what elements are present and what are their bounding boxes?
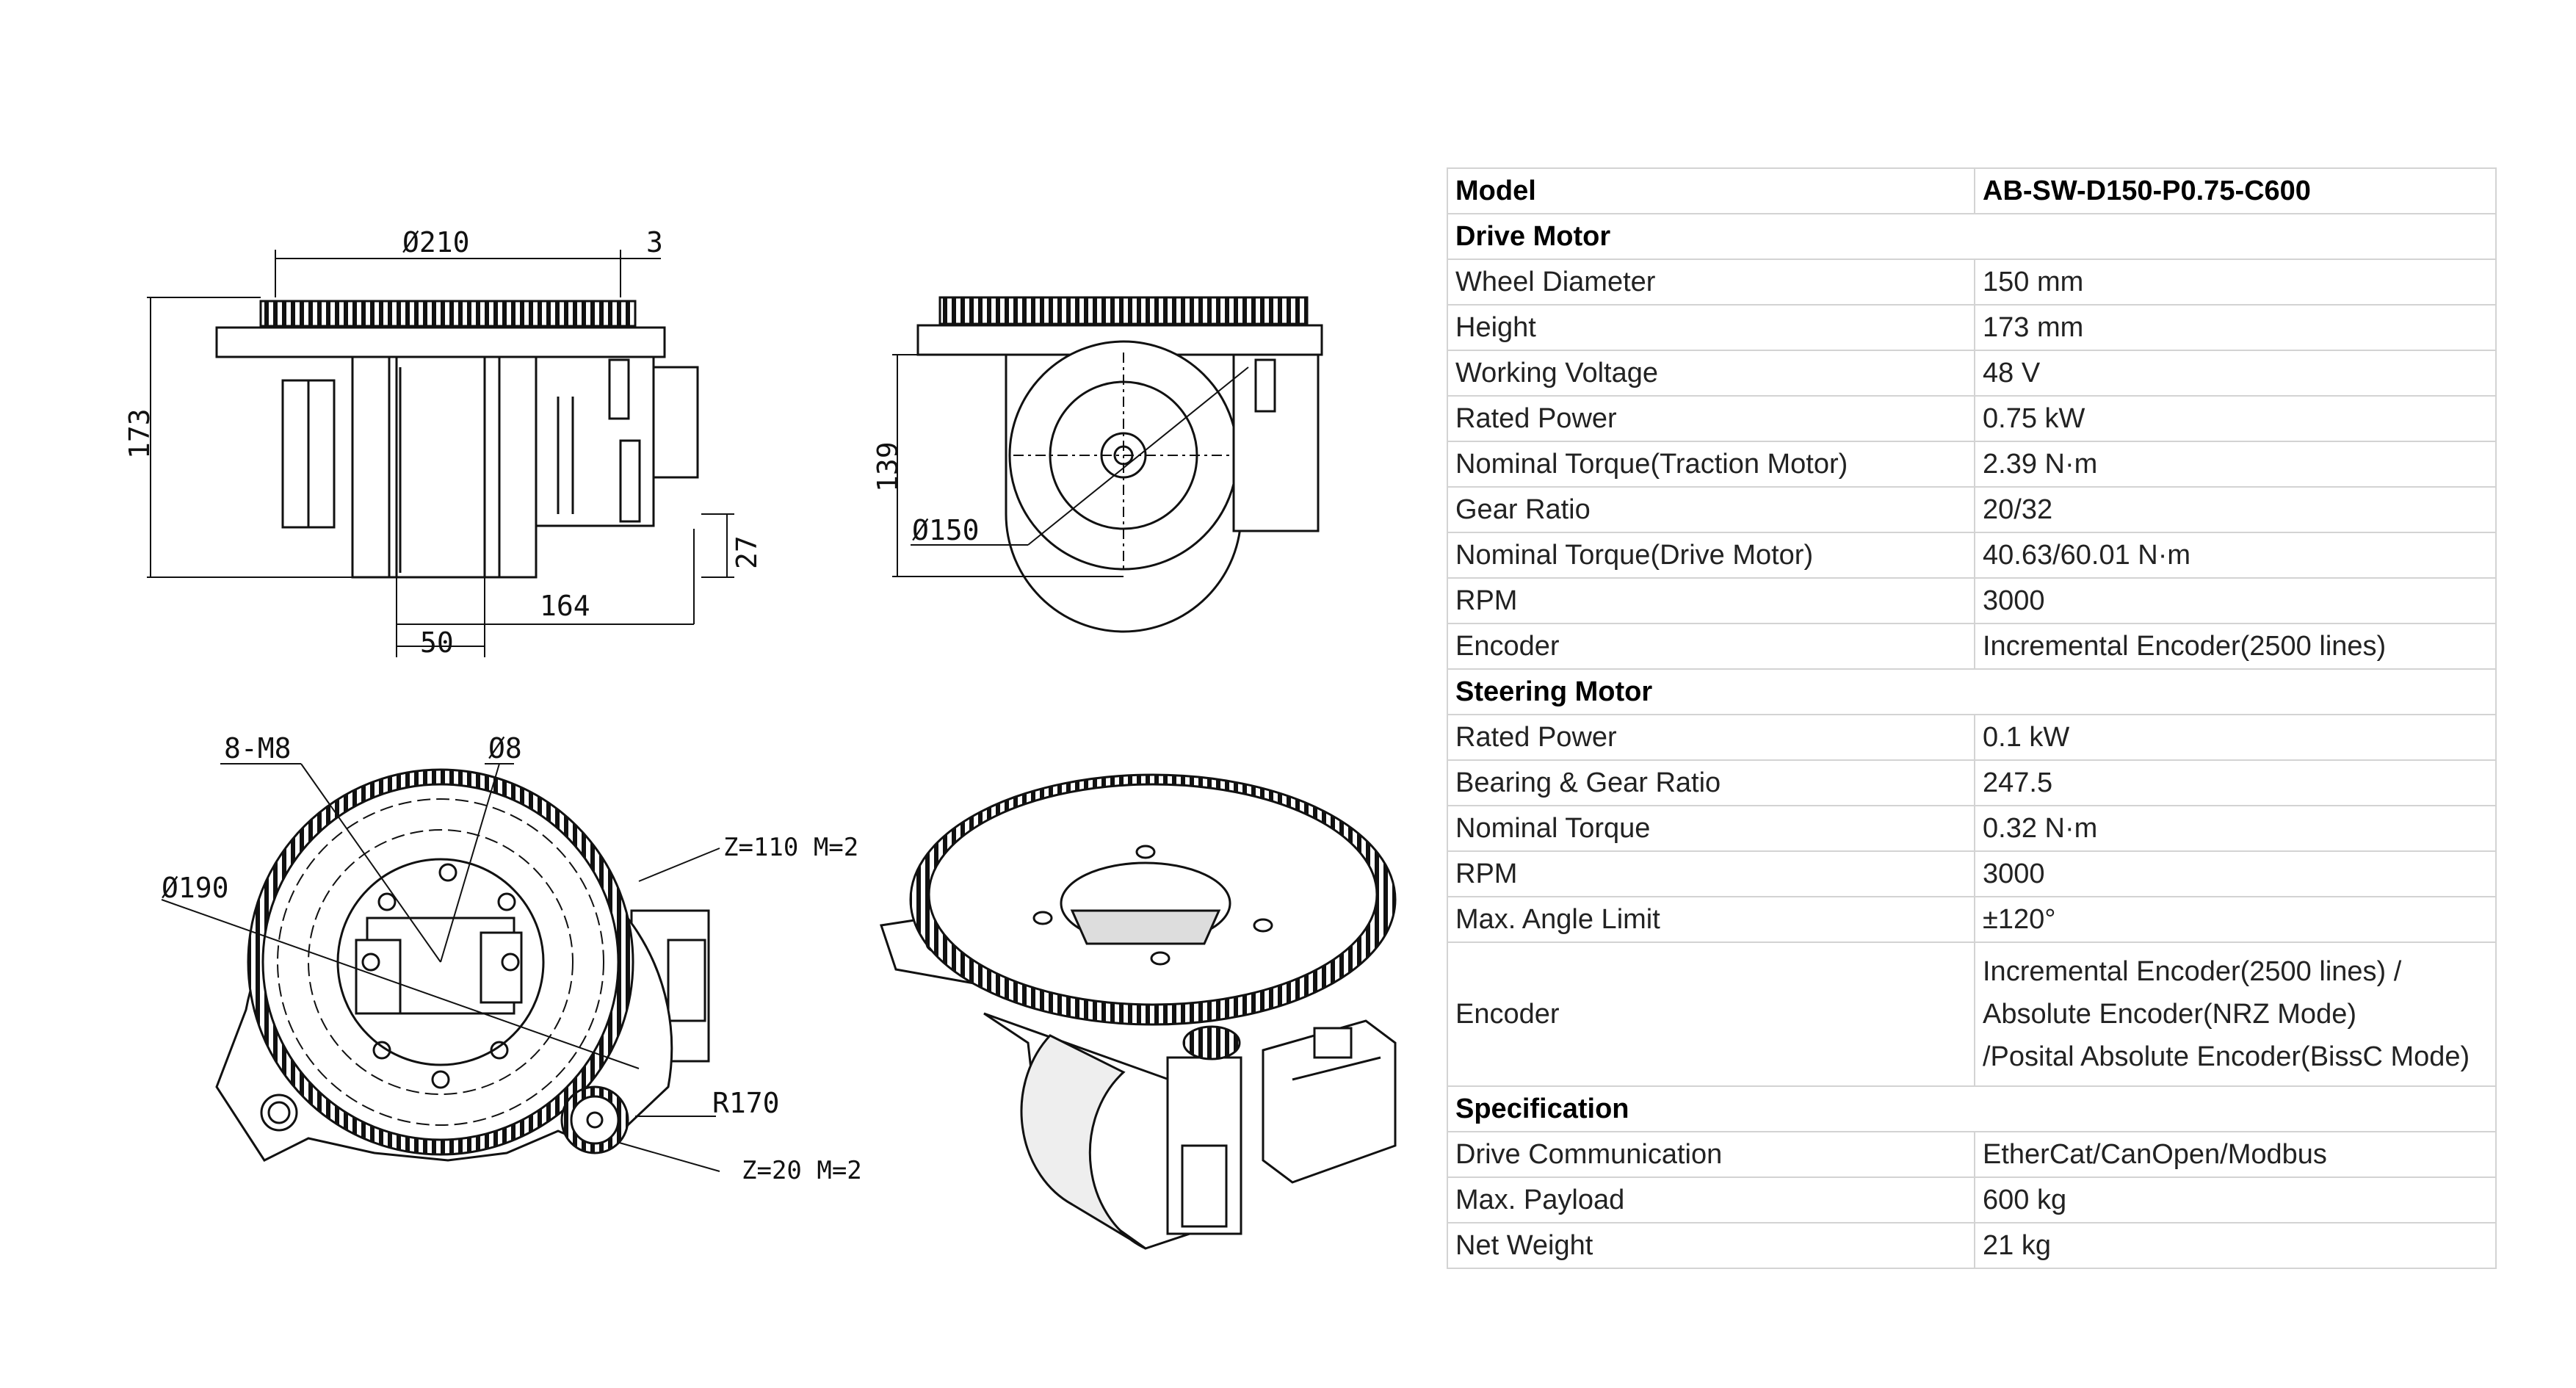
table-row: Encoder Incremental Encoder(2500 lines) … [1447,941,2497,1087]
table-row: Rated Power 0.1 kW [1447,714,2497,761]
model-row: Model AB-SW-D150-P0.75-C600 [1447,167,2497,214]
label-dia-190: Ø190 [162,872,229,904]
table-row: Net Weight 21 kg [1447,1222,2497,1269]
label-z20: Z=20 M=2 [742,1156,862,1185]
row-label: Net Weight [1447,1222,1975,1269]
section-specification: Specification [1447,1085,2497,1132]
dim-173: 173 [123,408,156,459]
label-dia-8: Ø8 [488,732,522,765]
dim-139: 139 [872,441,904,492]
section-steering-motor: Steering Motor [1447,668,2497,715]
model-label: Model [1447,167,1975,214]
row-value: 20/32 [1974,486,2497,533]
row-value: 21 kg [1974,1222,2497,1269]
section-drive-motor: Drive Motor [1447,213,2497,260]
row-label: Nominal Torque(Traction Motor) [1447,441,1975,488]
row-value: 40.63/60.01 N·m [1974,532,2497,579]
row-label: RPM [1447,577,1975,624]
row-label: Gear Ratio [1447,486,1975,533]
front-view-drawing [892,296,1323,633]
dim-164: 164 [540,590,590,622]
table-row: Gear Ratio 20/32 [1447,486,2497,533]
row-value: 0.32 N·m [1974,805,2497,852]
model-value: AB-SW-D150-P0.75-C600 [1974,167,2497,214]
table-row: Max. Angle Limit ±120° [1447,896,2497,943]
dim-50: 50 [420,626,454,659]
row-value: 0.1 kW [1974,714,2497,761]
row-label: Encoder [1447,941,1975,1087]
section-title: Steering Motor [1447,668,2497,715]
row-value: 0.75 kW [1974,395,2497,442]
row-value: 3000 [1974,577,2497,624]
row-value: 150 mm [1974,259,2497,306]
side-view-drawing [147,250,734,657]
top-view-drawing [161,763,720,1172]
table-row: RPM 3000 [1447,850,2497,897]
row-value: 247.5 [1974,759,2497,806]
dim-27: 27 [731,535,763,569]
section-title: Specification [1447,1085,2497,1132]
row-label: Drive Communication [1447,1131,1975,1178]
row-value: 600 kg [1974,1176,2497,1223]
row-label: Nominal Torque(Drive Motor) [1447,532,1975,579]
row-value: EtherCat/CanOpen/Modbus [1974,1131,2497,1178]
table-row: Encoder Incremental Encoder(2500 lines) [1447,623,2497,670]
label-8-m8: 8-M8 [224,732,292,765]
table-row: Bearing & Gear Ratio 247.5 [1447,759,2497,806]
row-value: Incremental Encoder(2500 lines) / Absolu… [1974,941,2497,1087]
row-label: Height [1447,304,1975,351]
table-row: Nominal Torque(Drive Motor) 40.63/60.01 … [1447,532,2497,579]
row-label: Encoder [1447,623,1975,670]
row-value: ±120° [1974,896,2497,943]
table-row: Working Voltage 48 V [1447,350,2497,397]
product-3d-illustration [880,773,1397,1250]
label-r170: R170 [712,1087,780,1119]
table-row: Height 173 mm [1447,304,2497,351]
dim-dia-150: Ø150 [912,514,980,546]
dim-3: 3 [646,226,663,259]
row-value: 173 mm [1974,304,2497,351]
section-title: Drive Motor [1447,213,2497,260]
row-label: Bearing & Gear Ratio [1447,759,1975,806]
technical-drawings: Ø210 3 173 27 164 50 139 Ø150 [123,226,1397,1250]
label-z110: Z=110 M=2 [723,833,858,862]
row-label: RPM [1447,850,1975,897]
row-label: Max. Angle Limit [1447,896,1975,943]
table-row: Drive Communication EtherCat/CanOpen/Mod… [1447,1131,2497,1178]
row-label: Rated Power [1447,714,1975,761]
table-row: Max. Payload 600 kg [1447,1176,2497,1223]
row-label: Wheel Diameter [1447,259,1975,306]
row-label: Rated Power [1447,395,1975,442]
encoder-line: /Posital Absolute Encoder(BissC Mode) [1983,1041,2470,1072]
row-value: 2.39 N·m [1974,441,2497,488]
row-label: Max. Payload [1447,1176,1975,1223]
row-value: 3000 [1974,850,2497,897]
row-value: Incremental Encoder(2500 lines) [1974,623,2497,670]
table-row: Wheel Diameter 150 mm [1447,259,2497,306]
table-row: Nominal Torque(Traction Motor) 2.39 N·m [1447,441,2497,488]
encoder-line: Absolute Encoder(NRZ Mode) [1983,999,2356,1030]
row-label: Nominal Torque [1447,805,1975,852]
dim-dia-210: Ø210 [402,226,470,259]
table-row: RPM 3000 [1447,577,2497,624]
encoder-line: Incremental Encoder(2500 lines) / [1983,956,2402,987]
table-row: Rated Power 0.75 kW [1447,395,2497,442]
table-row: Nominal Torque 0.32 N·m [1447,805,2497,852]
specification-table: Model AB-SW-D150-P0.75-C600 Drive Motor … [1447,167,2497,1269]
row-label: Working Voltage [1447,350,1975,397]
row-value: 48 V [1974,350,2497,397]
